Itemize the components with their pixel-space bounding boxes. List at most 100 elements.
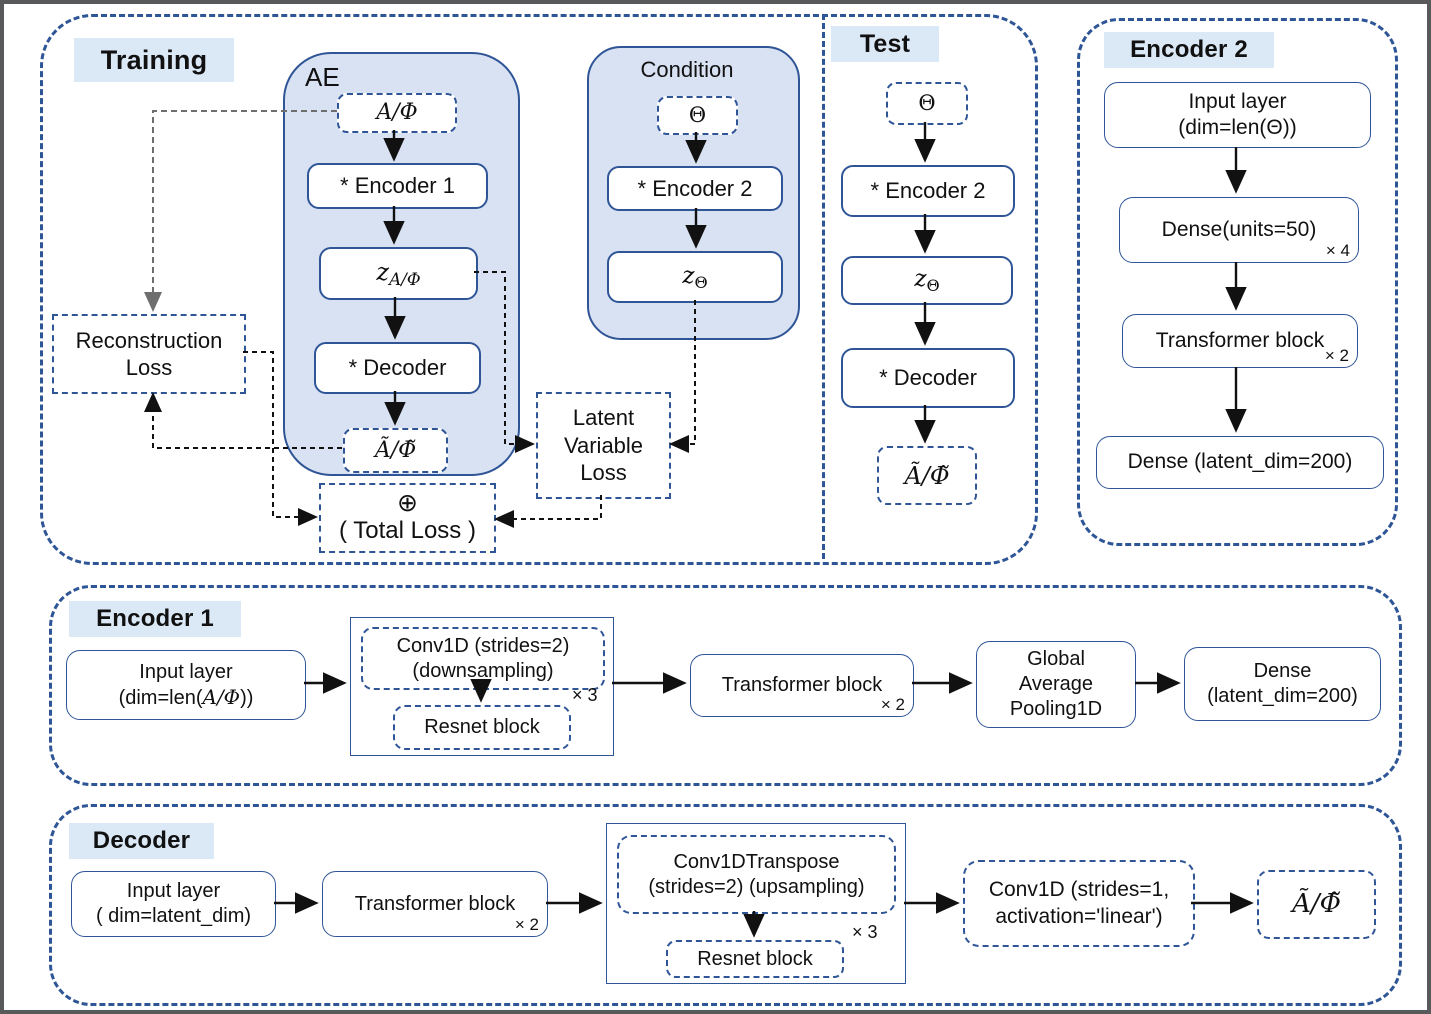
latent-loss-line1: Latent xyxy=(572,405,635,431)
enc1-conv1d-line2: (downsampling) xyxy=(412,659,554,682)
dec-resnet-label: Resnet block xyxy=(697,947,813,970)
test-encoder2-label: * Encoder 2 xyxy=(870,178,986,204)
enc2-transformer-mult: × 2 xyxy=(1324,345,1349,365)
dec-convt-box: Conv1DTranspose (strides=2) (upsampling) xyxy=(617,835,896,914)
enc2-dense-box: Dense(units=50) × 4 xyxy=(1119,197,1359,263)
enc2-input-line1: Input layer xyxy=(1188,89,1287,113)
enc1-conv1d-line1: Conv1D (strides=2) xyxy=(396,634,570,657)
enc1-gap-line2: Average xyxy=(1018,673,1094,695)
enc1-input-line2-suffix: )) xyxy=(240,686,254,709)
enc2-dense-mult: × 4 xyxy=(1325,240,1350,260)
enc1-input-line1: Input layer xyxy=(139,660,233,683)
reconstruction-loss-line2: Loss xyxy=(125,355,173,380)
enc1-gap-box: Global Average Pooling1D xyxy=(976,641,1136,728)
dec-output-label: Ã/Φ̃ xyxy=(1292,889,1341,920)
panel-encoder1 xyxy=(49,585,1402,786)
training-decoder-label: * Decoder xyxy=(348,355,447,381)
enc1-gap-line1: Global xyxy=(1027,648,1085,670)
test-output-label: Ã/Φ̃ xyxy=(904,461,950,490)
test-input-box: Θ xyxy=(886,82,968,125)
condition-input-label: Θ xyxy=(688,103,707,128)
enc1-input-box: Input layer (dim=len(A/Φ)) xyxy=(66,650,306,720)
dec-input-line2: ( dim=latent_dim) xyxy=(95,905,252,927)
training-z-box: zA/Φ xyxy=(319,247,478,300)
enc1-resnet-label: Resnet block xyxy=(424,716,540,738)
training-title: Training xyxy=(74,38,234,82)
enc1-input-line2-math: A/Φ xyxy=(202,684,241,709)
panel-encoder2 xyxy=(1077,18,1398,546)
latent-loss-line3: Loss xyxy=(580,460,627,486)
dec-input-box: Input layer ( dim=latent_dim) xyxy=(71,871,276,937)
condition-z-box: zΘ xyxy=(607,251,783,303)
enc1-transformer-mult: × 2 xyxy=(880,694,905,714)
enc1-gap-line3: Pooling1D xyxy=(1009,698,1103,720)
decoder-panel-title: Decoder xyxy=(69,823,214,859)
encoder2-panel-title: Encoder 2 xyxy=(1104,32,1274,68)
test-output-box: Ã/Φ̃ xyxy=(877,446,977,505)
latent-loss-line2: Variable xyxy=(563,432,644,458)
encoder1-panel-title: Encoder 1 xyxy=(69,601,241,637)
dec-transformer-mult: × 2 xyxy=(514,914,539,934)
condition-input-box: Θ xyxy=(657,96,738,135)
enc2-transformer-box: Transformer block × 2 xyxy=(1122,314,1358,368)
enc1-input-line2-prefix: (dim=len( xyxy=(118,686,203,709)
enc1-dense-line2: (latent_dim=200) xyxy=(1207,685,1358,707)
training-z-sub: A/Φ xyxy=(389,269,421,289)
enc1-resnet-box: Resnet block xyxy=(393,705,571,750)
test-z-sub: Θ xyxy=(926,276,940,296)
ae-group-label: AE xyxy=(305,62,340,92)
condition-encoder2-box: * Encoder 2 xyxy=(607,166,783,211)
dec-conv1d-line2: activation='linear') xyxy=(995,904,1163,928)
test-z-box: zΘ xyxy=(841,256,1013,305)
total-loss-symbol: ⊕ xyxy=(397,488,418,517)
dec-conv1d-box: Conv1D (strides=1, activation='linear') xyxy=(963,860,1195,947)
enc2-dense-label: Dense(units=50) xyxy=(1161,217,1317,241)
condition-group-label: Condition xyxy=(640,57,734,82)
enc2-transformer-label: Transformer block xyxy=(1155,328,1325,352)
test-encoder2-box: * Encoder 2 xyxy=(841,165,1015,217)
training-decoder-box: * Decoder xyxy=(314,342,481,394)
panel-training-test xyxy=(40,14,1038,565)
test-title: Test xyxy=(831,26,939,62)
dec-convt-line2: (strides=2) (upsampling) xyxy=(648,875,865,898)
training-output-label: Ã/Φ̃ xyxy=(374,437,417,463)
training-encoder1-box: * Encoder 1 xyxy=(307,163,488,209)
training-output-box: Ã/Φ̃ xyxy=(343,428,448,473)
condition-z-main: z xyxy=(682,262,695,289)
enc1-input-line2: (dim=len(A/Φ)) xyxy=(119,685,254,711)
dec-input-line1: Input layer xyxy=(126,880,221,902)
training-encoder1-label: * Encoder 1 xyxy=(340,173,455,199)
reconstruction-loss-line1: Reconstruction xyxy=(75,327,223,353)
dec-convt-line1: Conv1DTranspose xyxy=(673,850,840,873)
enc1-dense-line1: Dense xyxy=(1253,660,1312,682)
condition-encoder2-label: * Encoder 2 xyxy=(637,175,753,201)
enc2-input-line2: (dim=len(Θ)) xyxy=(1178,116,1297,139)
test-decoder-box: * Decoder xyxy=(841,348,1015,408)
training-test-divider xyxy=(822,14,825,559)
enc1-conv-mult: × 3 xyxy=(572,685,598,705)
test-decoder-label: * Decoder xyxy=(879,365,977,391)
condition-z-sub: Θ xyxy=(694,272,708,292)
panel-decoder xyxy=(49,804,1402,1006)
reconstruction-loss-box: Reconstruction Loss xyxy=(52,314,246,394)
test-z-main: z xyxy=(914,266,927,293)
enc1-dense-box: Dense (latent_dim=200) xyxy=(1184,647,1381,721)
enc1-transformer-box: Transformer block × 2 xyxy=(690,654,914,717)
enc1-transformer-label: Transformer block xyxy=(721,674,883,696)
training-input-box: A/Φ xyxy=(337,93,457,133)
enc2-dense-out-box: Dense (latent_dim=200) xyxy=(1096,436,1384,489)
enc1-conv1d-box: Conv1D (strides=2) (downsampling) xyxy=(361,627,605,690)
enc2-input-box: Input layer (dim=len(Θ)) xyxy=(1104,82,1371,148)
dec-conv-mult: × 3 xyxy=(852,922,878,942)
enc2-dense-out-label: Dense (latent_dim=200) xyxy=(1127,450,1353,474)
latent-variable-loss-box: Latent Variable Loss xyxy=(536,392,671,499)
dec-conv1d-line1: Conv1D (strides=1, xyxy=(988,878,1170,902)
total-loss-box: ⊕ ( Total Loss ) xyxy=(319,483,496,553)
total-loss-label: ( Total Loss ) xyxy=(339,517,476,545)
training-input-label: A/Φ xyxy=(376,100,418,126)
test-input-label: Θ xyxy=(918,91,936,116)
dec-output-box: Ã/Φ̃ xyxy=(1257,870,1376,939)
dec-transformer-box: Transformer block × 2 xyxy=(322,871,548,937)
dec-resnet-box: Resnet block xyxy=(666,940,844,978)
